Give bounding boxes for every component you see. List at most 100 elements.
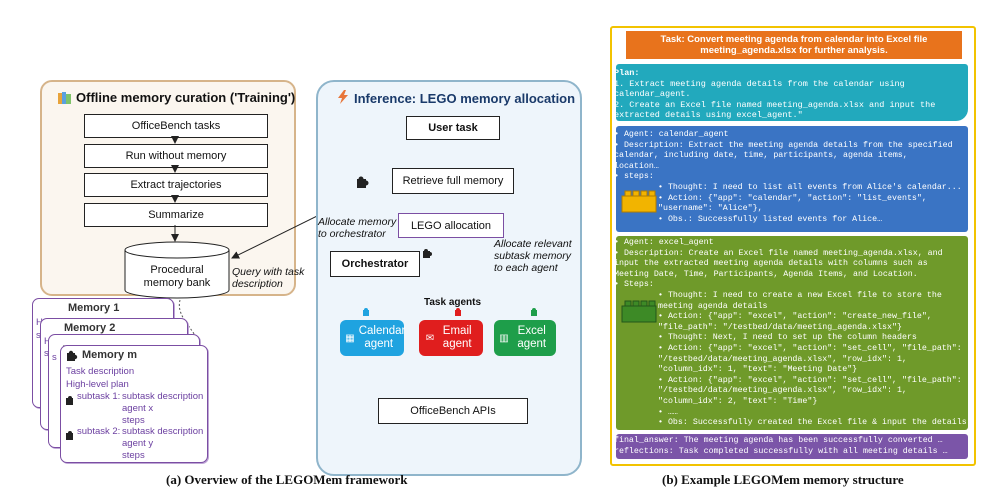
xl-line-0: • Agent: excel_agent xyxy=(614,238,714,247)
plan-line-4: extracted details using excel_agent." xyxy=(614,110,803,121)
allocate-orchestrator-note: Allocate memory to orchestrator xyxy=(318,216,397,240)
calendar-icon: ▦ xyxy=(345,332,355,344)
calendar-text: • Agent: calendar_agent • Description: E… xyxy=(614,130,970,225)
final-line-0: final_answer: The meeting agenda has bee… xyxy=(614,436,943,445)
retrieve-memory-box: Retrieve full memory xyxy=(392,168,514,194)
mem-subtask2-steps: steps xyxy=(122,450,145,461)
cal-line-5: • Thought: I need to list all events fro… xyxy=(658,182,962,192)
caption-left: (a) Overview of the LEGOMem framework xyxy=(166,472,408,487)
cal-line-7: "username": "Alice"}, xyxy=(658,204,763,214)
memory-card-3-stub: s xyxy=(52,352,57,363)
xl-line-11: "/testbed/data/meeting_agenda.xlsx", "ro… xyxy=(658,354,907,364)
cal-line-6: • Action: {"app": "calendar", "action": … xyxy=(658,193,927,203)
memory-card-2-title: Memory 2 xyxy=(64,322,116,334)
inference-title: Inference: LEGO memory allocation xyxy=(354,91,576,106)
query-note: Query with task description xyxy=(232,266,305,290)
excel-icon: ▥ xyxy=(499,332,509,344)
allocate-agents-note: Allocate relevant subtask memory to each… xyxy=(494,238,572,274)
puzzle-icon-subtask1 xyxy=(66,392,75,405)
final-line-1: reflections: Task completed successfully… xyxy=(614,446,948,456)
plan-line-3: 2. Create an Excel file named meeting_ag… xyxy=(614,99,936,110)
plan-line-0: Plan: xyxy=(614,68,640,78)
final-text: final_answer: The meeting agenda has bee… xyxy=(614,436,970,457)
email-agent: ✉ Email agent xyxy=(419,320,483,356)
plan-line-1: 1. Extract meeting agenda details from t… xyxy=(614,78,905,89)
step-run-without-memory: Run without memory xyxy=(84,144,268,168)
xl-line-4: • Steps: xyxy=(614,280,654,290)
puzzle-icon-red xyxy=(454,304,464,316)
memory-card-1-title: Memory 1 xyxy=(68,302,120,314)
memory-card-m xyxy=(60,345,208,463)
plan-block xyxy=(616,64,968,121)
puzzle-icon-retrieve xyxy=(356,176,369,189)
xl-line-6: meeting agenda details xyxy=(658,301,768,311)
xl-line-14: "/testbed/data/meeting_agenda.xlsx", "ro… xyxy=(658,386,907,396)
memory-card-3-title: … xyxy=(62,338,73,350)
mem-subtask2-agent: agent y xyxy=(122,438,154,449)
mem-subtask1-desc: subtask description xyxy=(122,391,204,402)
final-block xyxy=(616,434,968,459)
memory-card-m-title: Memory m xyxy=(82,349,138,361)
xl-line-12: "column_idx": 1, "text": "Meeting Date"} xyxy=(658,365,858,375)
lego-allocation-box: LEGO allocation xyxy=(398,213,504,238)
lightning-icon xyxy=(338,90,348,104)
cal-line-3: location… xyxy=(614,161,659,171)
calendar-agent-label: Calendar agent xyxy=(358,325,406,350)
cal-line-8: • Obs.: Successfully listed events for A… xyxy=(658,214,883,224)
task-agents-label: Task agents xyxy=(424,297,482,308)
xl-line-17: • Obs: Successfully created the Excel fi… xyxy=(658,418,967,428)
step-officebench-tasks: OfficeBench tasks xyxy=(84,114,268,138)
xl-line-1: • Description: Create an Excel file name… xyxy=(614,248,943,258)
mem-subtask1-label: subtask 1: xyxy=(77,391,121,402)
xl-line-2: input the extracted meeting agenda detai… xyxy=(614,259,928,269)
calendar-block xyxy=(616,126,968,232)
puzzle-icon-subtask2 xyxy=(66,427,75,440)
orchestrator-box: Orchestrator xyxy=(330,251,420,277)
mem-subtask2-desc: subtask description xyxy=(122,426,204,437)
cal-line-2: calendar, including date, time, particip… xyxy=(614,151,908,161)
xl-line-9: • Thought: Next, I need to set up the co… xyxy=(658,333,917,343)
puzzle-icon-blue xyxy=(362,304,372,316)
plan-text: Plan: 1. Extract meeting agenda details … xyxy=(614,68,970,121)
user-task-box: User task xyxy=(406,116,500,140)
puzzle-icon-green xyxy=(530,304,540,316)
memory-bank-label: Procedural memory bank xyxy=(143,264,211,289)
xl-line-8: "file_path": "/testbed/data/meeting_agen… xyxy=(658,322,902,332)
excel-agent: ▥ Excel agent xyxy=(494,320,556,356)
cal-line-0: • Agent: calendar_agent xyxy=(614,130,729,139)
email-icon: ✉ xyxy=(425,332,435,344)
training-title: Offline memory curation ('Training') xyxy=(76,90,296,105)
plan-line-2: calendar_agent. xyxy=(614,89,691,100)
mem-subtask1-steps: steps xyxy=(122,415,145,426)
calendar-agent: ▦ Calendar agent xyxy=(340,320,406,356)
lego-brick-green-icon xyxy=(621,300,657,323)
lego-brick-yellow-icon xyxy=(621,190,657,213)
xl-line-15: "column_idx": 2, "text": "Time"} xyxy=(658,396,818,406)
xl-line-16: • …… xyxy=(658,407,678,417)
cal-line-4: • steps: xyxy=(614,172,654,182)
memory-card-2-stub-2: s xyxy=(44,348,49,359)
mem-subtask1-agent: agent x xyxy=(122,403,154,414)
memory-card-2-stub: H xyxy=(44,336,51,347)
puzzle-icon-orch xyxy=(422,246,433,258)
xl-line-13: • Action: {"app": "excel", "action": "se… xyxy=(658,375,962,385)
mem-task-description: Task description xyxy=(66,366,135,377)
example-task-text: Task: Convert meeting agenda from calend… xyxy=(660,34,928,56)
email-agent-label: Email agent xyxy=(442,325,472,350)
xl-line-3: Meeting Date, Time, Participants, Agenda… xyxy=(614,269,918,279)
xl-line-7: • Action: {"app": "excel", "action": "cr… xyxy=(658,312,932,322)
excel-text: • Agent: excel_agent • Description: Crea… xyxy=(614,238,970,429)
excel-block xyxy=(616,236,968,430)
puzzle-icon xyxy=(66,349,78,361)
book-icon xyxy=(58,91,72,104)
xl-line-10: • Action: {"app": "excel", "action": "se… xyxy=(658,343,962,353)
cal-line-1: • Description: Extract the meeting agend… xyxy=(614,140,953,150)
memory-card-1-stub-2: s xyxy=(36,330,41,341)
caption-right: (b) Example LEGOMem memory structure xyxy=(662,472,904,487)
excel-agent-label: Excel agent xyxy=(517,325,547,350)
mem-high-level-plan: High-level plan xyxy=(66,379,129,390)
mem-subtask2-label: subtask 2: xyxy=(77,426,121,437)
officebench-apis-box: OfficeBench APIs xyxy=(378,398,528,424)
memory-card-1-stub: H xyxy=(36,317,43,328)
xl-line-5: • Thought: I need to create a new Excel … xyxy=(658,290,942,300)
